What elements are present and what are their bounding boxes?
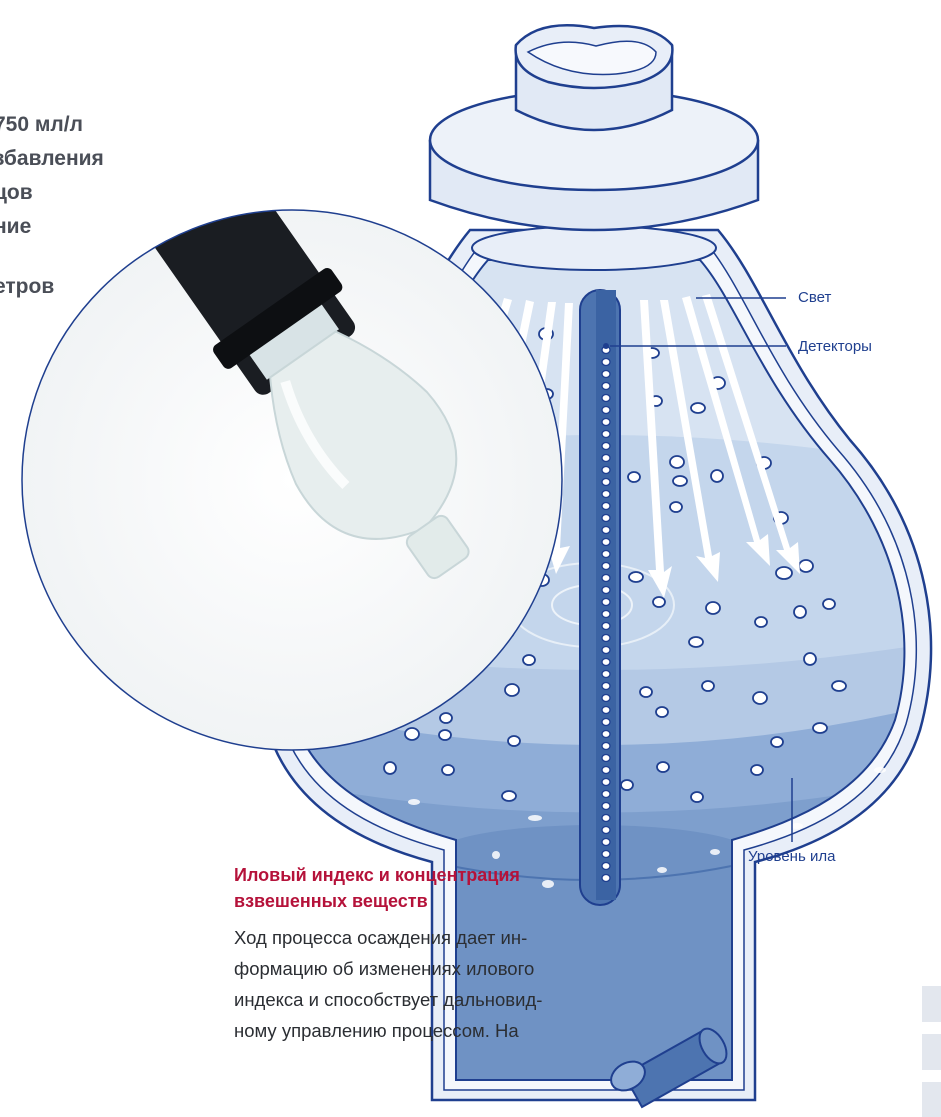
- article-heading-line: взвешенных веществ: [234, 888, 614, 914]
- label-light: Свет: [798, 289, 831, 306]
- article-section: Иловый индекс и концентрация взвешенных …: [234, 862, 614, 1046]
- label-sludge-level: Уровень ила: [748, 848, 835, 865]
- side-tab: [922, 1034, 941, 1070]
- article-heading: Иловый индекс и концентрация взвешенных …: [234, 862, 614, 914]
- side-tab: [922, 1082, 941, 1117]
- article-body-line: ному управлению процессом. На: [234, 1015, 614, 1046]
- article-body-line: индекса и способствует дальновид-: [234, 984, 614, 1015]
- article-body-line: Ход процесса осаждения дает ин-: [234, 922, 614, 953]
- article-body: Ход процесса осаждения дает ин- формацию…: [234, 922, 614, 1046]
- side-tab: [922, 986, 941, 1022]
- article-heading-line: Иловый индекс и концентрация: [234, 862, 614, 888]
- article-body-line: формацию об изменениях илового: [234, 953, 614, 984]
- label-detectors: Детекторы: [798, 338, 872, 355]
